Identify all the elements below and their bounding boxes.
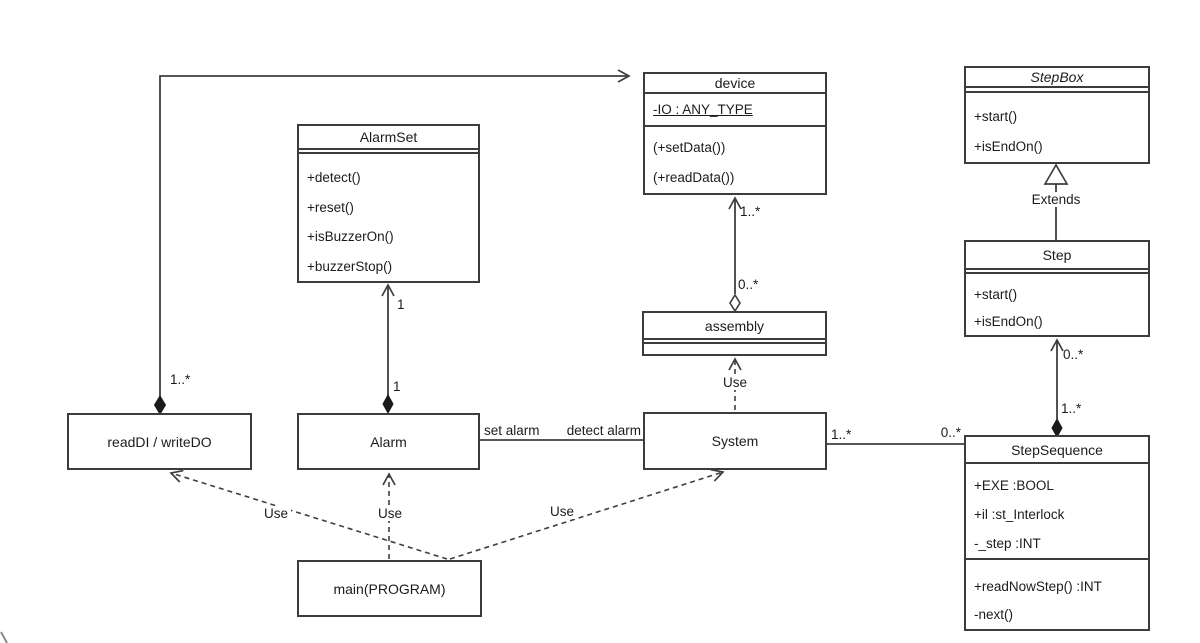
operations-compartment: +detect() +reset() +isBuzzerOn() +buzzer… xyxy=(299,152,478,281)
class-main-program: main(PROGRAM) xyxy=(297,560,482,617)
operation: +buzzerStop() xyxy=(307,258,393,274)
attribute: -_step :INT xyxy=(974,536,1041,551)
operations-compartment: +start() +isEndOn() xyxy=(966,91,1148,162)
operation: (+readData()) xyxy=(653,170,735,185)
use-label-readdi: Use xyxy=(261,506,292,521)
class-title: Step xyxy=(1042,247,1072,264)
class-stepsequence: StepSequence +EXE :BOOL +il :st_Interloc… xyxy=(964,435,1150,631)
attribute: +il :st_Interlock xyxy=(974,507,1065,522)
stray-mark xyxy=(0,631,8,643)
class-title: StepBox xyxy=(1030,69,1084,86)
class-title: Alarm xyxy=(370,433,407,450)
attributes-compartment xyxy=(644,338,825,342)
use-label-system: Use xyxy=(547,504,578,519)
link-main-readdi-use xyxy=(169,469,448,560)
operation: +start() xyxy=(974,287,1018,302)
multiplicity-stepsequence-composition: 1..* xyxy=(1061,401,1082,416)
attributes-compartment xyxy=(299,148,478,152)
multiplicity-step: 0..* xyxy=(1063,347,1084,362)
link-readdi-device xyxy=(159,69,631,397)
multiplicity-device: 1..* xyxy=(740,204,761,219)
class-stepbox: StepBox +start() +isEndOn() xyxy=(964,66,1150,164)
class-device: device -IO : ANY_TYPE (+setData()) (+rea… xyxy=(643,72,827,195)
class-title: device xyxy=(714,75,756,92)
multiplicity-alarm: 1 xyxy=(393,379,401,394)
multiplicity-assembly: 0..* xyxy=(738,277,759,292)
class-title: System xyxy=(711,433,759,449)
detect-alarm-label: detect alarm xyxy=(566,423,641,438)
extends-label: Extends xyxy=(1028,192,1084,207)
attributes-compartment: +EXE :BOOL +il :st_Interlock -_step :INT xyxy=(966,462,1148,558)
operation: +detect() xyxy=(307,170,361,185)
use-label-alarm: Use xyxy=(375,506,406,521)
multiplicity-stepsequence-association: 0..* xyxy=(940,425,961,440)
class-alarm: Alarm xyxy=(297,413,480,470)
class-step: Step +start() +isEndOn() xyxy=(964,240,1150,337)
class-title: AlarmSet xyxy=(359,129,418,146)
operations-compartment: (+setData()) (+readData()) xyxy=(645,125,825,193)
operation: -next() xyxy=(974,607,1014,622)
aggregation-diamond-assembly xyxy=(729,293,741,313)
operation: +isEndOn() xyxy=(974,314,1043,329)
operation: (+setData()) xyxy=(653,140,726,155)
operation: +reset() xyxy=(307,199,354,215)
set-alarm-label: set alarm xyxy=(484,423,540,438)
class-title: StepSequence xyxy=(1011,441,1103,458)
attribute: +EXE :BOOL xyxy=(974,478,1054,493)
attribute: -IO : ANY_TYPE xyxy=(653,102,753,118)
multiplicity-alarmset: 1 xyxy=(397,297,405,312)
attributes-compartment: -IO : ANY_TYPE xyxy=(645,92,825,125)
operation: +isBuzzerOn() xyxy=(307,229,394,244)
class-system: System xyxy=(643,412,827,470)
class-title: assembly xyxy=(704,317,765,334)
class-readdi-writedo: readDI / writeDO xyxy=(67,413,252,470)
class-title: readDI / writeDO xyxy=(107,433,212,450)
attributes-compartment xyxy=(966,86,1148,91)
composition-diamond-readdi xyxy=(153,395,167,415)
operations-compartment: +start() +isEndOn() xyxy=(966,272,1148,335)
operations-compartment xyxy=(644,342,825,354)
composition-diamond-alarm xyxy=(382,393,394,415)
link-main-system-use xyxy=(449,468,725,560)
multiplicity-system: 1..* xyxy=(831,427,852,442)
generalization-triangle xyxy=(1043,163,1069,185)
class-assembly: assembly xyxy=(642,311,827,356)
operations-compartment: +readNowStep() :INT -next() xyxy=(966,558,1148,629)
use-label-assembly: Use xyxy=(719,375,751,390)
operation: +start() xyxy=(974,109,1018,124)
operation: +readNowStep() :INT xyxy=(974,579,1102,594)
class-alarmset: AlarmSet +detect() +reset() +isBuzzerOn(… xyxy=(297,124,480,283)
attributes-compartment xyxy=(966,268,1148,272)
operation: +isEndOn() xyxy=(974,139,1043,154)
class-title: main(PROGRAM) xyxy=(333,580,446,597)
multiplicity-readdi-device: 1..* xyxy=(170,372,191,387)
